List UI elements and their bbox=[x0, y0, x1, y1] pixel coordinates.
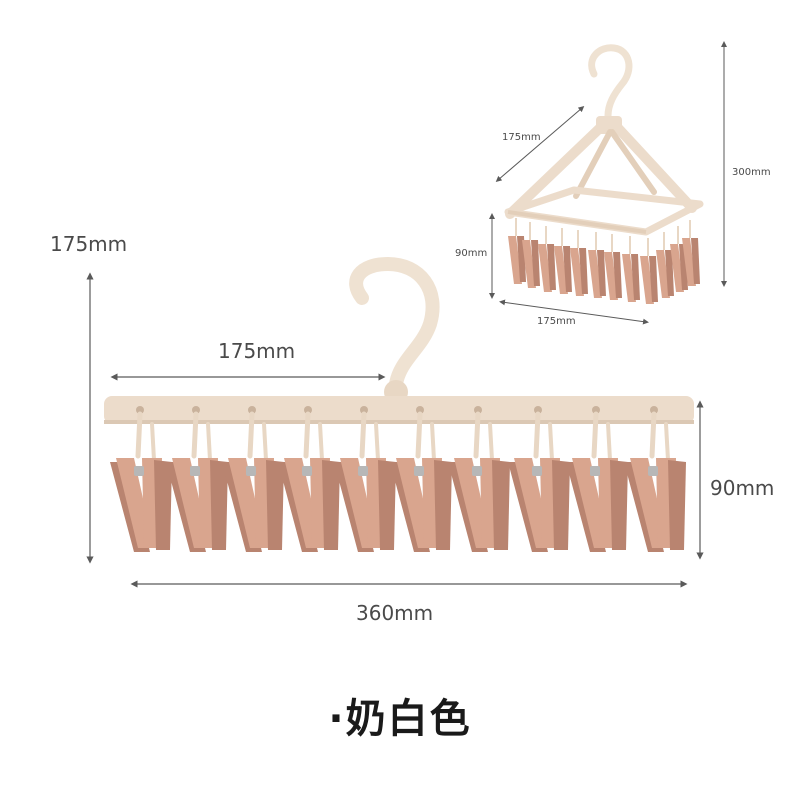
clothes-clip bbox=[334, 411, 396, 552]
inset-clip bbox=[656, 232, 674, 298]
main-hook bbox=[349, 256, 440, 404]
clothes-clip bbox=[566, 411, 628, 552]
inset-label-height: 300mm bbox=[732, 167, 771, 178]
label-width-bottom: 360mm bbox=[356, 601, 434, 625]
main-frame bbox=[104, 396, 694, 424]
inset-label-bottom: 175mm bbox=[537, 316, 576, 327]
frame-peg bbox=[592, 406, 600, 414]
inset-dimension-lines bbox=[489, 41, 727, 325]
frame-peg bbox=[360, 406, 368, 414]
clothes-clip bbox=[110, 411, 172, 552]
clips-row bbox=[110, 411, 686, 552]
frame-peg bbox=[534, 406, 542, 414]
clothes-clip bbox=[624, 411, 686, 552]
frame-peg bbox=[474, 406, 482, 414]
inset-clip bbox=[538, 226, 556, 292]
inset-clip bbox=[588, 232, 606, 298]
dimension-lines bbox=[86, 272, 704, 588]
frame-peg bbox=[192, 406, 200, 414]
inset-label-side: 175mm bbox=[502, 132, 541, 143]
inset-clip bbox=[604, 234, 622, 300]
frame-peg bbox=[304, 406, 312, 414]
clothes-clip bbox=[390, 411, 452, 552]
label-height-right: 90mm bbox=[710, 476, 775, 500]
clothes-clip bbox=[166, 411, 228, 552]
frame-peg bbox=[650, 406, 658, 414]
inset-clip bbox=[508, 218, 526, 284]
clothes-clip bbox=[278, 411, 340, 552]
inset-clip bbox=[522, 222, 540, 288]
inset-hanger bbox=[504, 44, 704, 304]
frame-peg bbox=[248, 406, 256, 414]
inset-clip bbox=[554, 228, 572, 294]
clothes-clip bbox=[508, 411, 570, 552]
inset-clip bbox=[570, 230, 588, 296]
frame-peg bbox=[416, 406, 424, 414]
inset-clip bbox=[640, 238, 658, 304]
frame-peg bbox=[136, 406, 144, 414]
inset-clip bbox=[622, 236, 640, 302]
label-height-left: 175mm bbox=[50, 232, 128, 256]
clothes-clip bbox=[222, 411, 284, 552]
color-caption: ·奶白色 bbox=[328, 696, 472, 742]
inset-label-clip-height: 90mm bbox=[455, 248, 488, 259]
inset-clip bbox=[682, 220, 700, 286]
clothes-clip bbox=[448, 411, 510, 552]
label-width-top: 175mm bbox=[218, 339, 296, 363]
